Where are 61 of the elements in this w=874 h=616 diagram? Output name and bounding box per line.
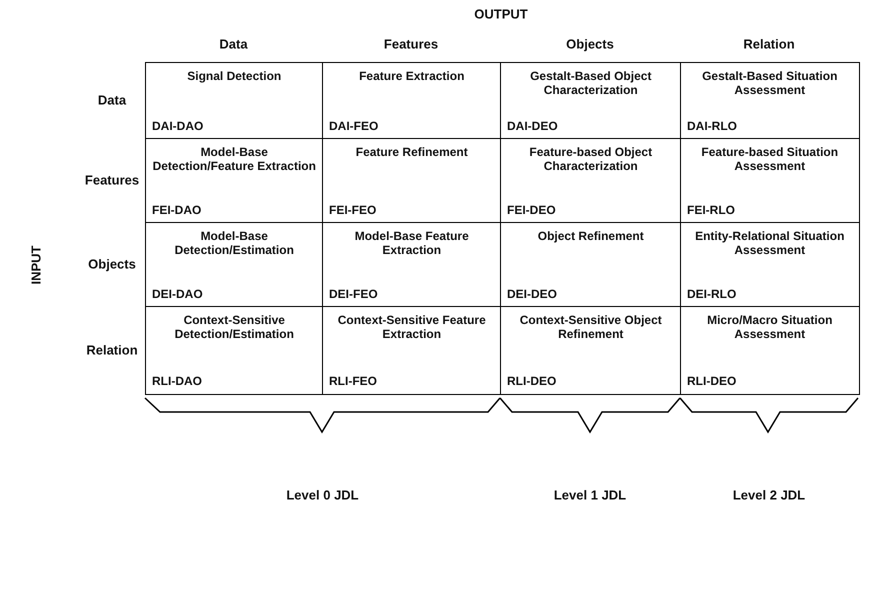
row-header: Features: [84, 172, 140, 188]
level-label: Level 2 JDL: [732, 488, 806, 502]
table-cell: [145, 62, 324, 140]
cell-title: Entity-Relational Situation Assessment: [694, 229, 846, 257]
table-cell: [145, 306, 324, 394]
axis-title-rotated: INPUT: [28, 246, 44, 284]
cell-title: Object Refinement: [536, 229, 645, 243]
cell-title: Signal Detection: [186, 69, 282, 83]
table-cell: [680, 306, 860, 394]
cell-title: Context-Sensitive Object Refinement: [518, 313, 663, 341]
column-header: Objects: [566, 36, 614, 52]
cell-code: FEI-FEO: [329, 202, 376, 216]
level-label: Level 1 JDL: [554, 488, 626, 502]
cell-code: DEI-DEO: [507, 286, 558, 300]
row-header: Relation: [86, 342, 138, 357]
table-cell: [500, 138, 682, 224]
table-cell: [322, 306, 502, 394]
cell-title: Micro/Macro Situation Assessment: [706, 313, 834, 341]
cell-title: Feature Extraction: [358, 69, 466, 83]
cell-code: DAI-FEO: [329, 118, 378, 132]
table-cell: [322, 138, 502, 224]
table-cell: [145, 138, 324, 224]
cell-code: DAI-DEO: [507, 118, 558, 132]
cell-code: FEI-DEO: [507, 202, 556, 216]
column-header: Relation: [743, 36, 795, 52]
cell-title: Context-Sensitive Detection/Estimation: [174, 313, 295, 341]
table-cell: [680, 222, 860, 308]
cell-code: DAI-RLO: [687, 118, 737, 132]
cell-code: DAI-DAO: [152, 118, 204, 132]
cell-title: Gestalt-Based Object Characterization: [529, 69, 652, 97]
axis-title: OUTPUT: [474, 6, 528, 22]
table-cell: [500, 62, 682, 140]
cell-code: RLI-DEO: [687, 374, 736, 388]
cell-code: FEI-DAO: [152, 202, 202, 216]
table-cell: [322, 62, 502, 140]
cell-code: FEI-RLO: [687, 202, 735, 216]
cell-title: Feature-based Situation Assessment: [700, 145, 840, 173]
table-cell: [680, 62, 860, 140]
cell-code: RLI-DAO: [152, 374, 202, 388]
cell-title: Model-Base Detection/Estimation: [174, 229, 295, 257]
cell-code: RLI-FEO: [329, 374, 377, 388]
cell-title: Feature Refinement: [354, 145, 469, 159]
table-cell: [322, 222, 502, 308]
table-cell: [500, 222, 682, 308]
table-cell: [145, 222, 324, 308]
cell-title: Gestalt-Based Situation Assessment: [701, 69, 838, 97]
row-header: Objects: [88, 256, 136, 272]
cell-title: Model-Base Feature Extraction: [354, 229, 470, 257]
cell-code: DEI-DAO: [152, 286, 203, 300]
level-label: Level 0 JDL: [286, 488, 359, 502]
cell-title: Context-Sensitive Feature Extraction: [336, 313, 487, 341]
table-cell: [680, 138, 860, 224]
table-cell: [500, 306, 682, 394]
cell-title: Model-Base Detection/Feature Extraction: [152, 145, 316, 173]
cell-code: DEI-FEO: [329, 286, 378, 300]
column-header: Features: [384, 36, 438, 52]
cell-code: RLI-DEO: [507, 374, 556, 388]
column-header: Data: [219, 36, 248, 52]
row-header: Data: [98, 92, 126, 108]
cell-title: Feature-based Object Characterization: [528, 145, 654, 173]
cell-code: DEI-RLO: [687, 286, 736, 300]
